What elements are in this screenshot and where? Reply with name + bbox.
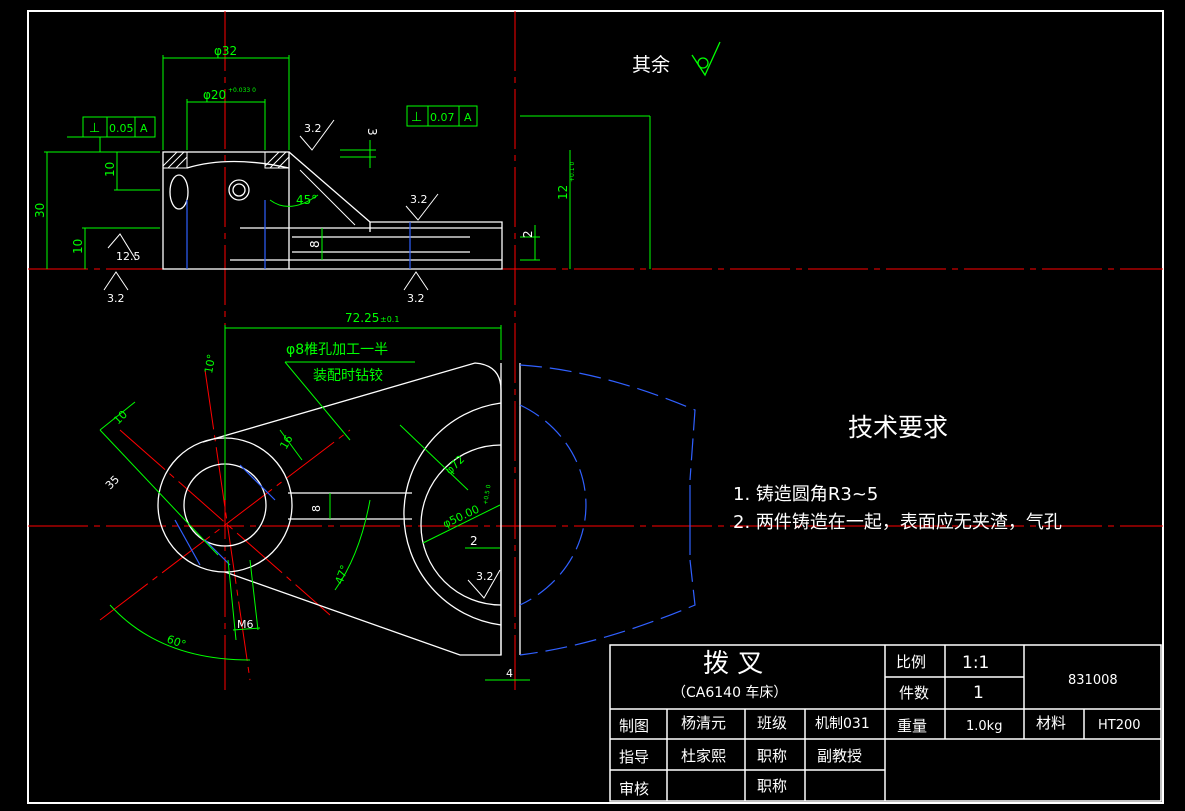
- material-label: 材料: [1036, 714, 1066, 732]
- title-value-1: 副教授: [817, 747, 862, 765]
- dim-v3: 3: [365, 128, 379, 136]
- dim-a47: 47°: [333, 563, 352, 586]
- part-name: 拨 叉: [703, 649, 763, 679]
- qty-value: 1: [973, 683, 984, 703]
- tolerance-frame-2: ⊥ 0.07 A: [406, 105, 478, 127]
- dim-v2: 2: [521, 230, 535, 238]
- tolerance-2-datum: A: [464, 111, 472, 124]
- dim-h10-bot: 10: [71, 239, 85, 254]
- dim-r16: 16: [277, 433, 295, 452]
- roughness-4: 3.2: [107, 292, 125, 305]
- roughness-marks-front: 3.2: [467, 569, 501, 599]
- dim-a60: 60°: [165, 633, 188, 652]
- flatness-symbol: [340, 140, 376, 168]
- draw-name: 杨清元: [681, 714, 726, 732]
- roughness-3: 12.5: [116, 250, 141, 263]
- center-lines: [28, 11, 1163, 690]
- top-dim-lines: [44, 55, 651, 269]
- dim-d50-tol: +0.5 0: [482, 484, 492, 505]
- tolerance-1-datum: A: [140, 122, 148, 135]
- hidden-lines: [186, 200, 411, 269]
- dim-h10-top: 10: [103, 162, 117, 177]
- dim-d20: φ20: [203, 88, 226, 102]
- dim-h12-tol: +0.1 0: [569, 162, 576, 182]
- roughness-check-icon: [691, 41, 721, 77]
- dim-g2: 2: [470, 534, 478, 548]
- dim-a10deg: 10°: [202, 353, 218, 374]
- dim-l72-tol: ±0.1: [380, 315, 399, 324]
- hole-note-2: 装配时钻铰: [313, 368, 383, 384]
- hidden-lines-front: [174, 364, 696, 656]
- dim-h8: 8: [308, 240, 322, 248]
- tech-req-title: 技术要求: [848, 413, 948, 442]
- roughness-front-1: 3.2: [476, 570, 494, 583]
- surface-finish-note: 其余: [632, 41, 721, 77]
- dim-w8: 8: [310, 505, 323, 512]
- check-label: 审核: [619, 780, 649, 798]
- title-block: 拨 叉 （CA6140 车床） 比例 1:1 件数 1 831008 制图 杨清…: [609, 644, 1162, 802]
- dim-angle45: 45°: [296, 193, 317, 207]
- dim-d20-tol: +0.033 0: [228, 87, 256, 94]
- dim-h12: 12: [556, 185, 570, 200]
- tech-requirements: 技术要求 1. 铸造圆角R3~5 2. 两件铸造在一起，表面应无夹渣，气孔: [733, 413, 1062, 533]
- dim-d32: φ32: [214, 44, 237, 58]
- roughness-icon: [467, 569, 501, 599]
- scale-label: 比例: [896, 653, 926, 671]
- top-dim-texts: φ32 φ20 +0.033 0 30 10 10 8 3 2 12 +0.1 …: [33, 44, 576, 254]
- guide-name: 杜家熙: [681, 747, 726, 765]
- dim-g4: 4: [506, 667, 513, 680]
- roughness-2: 3.2: [410, 193, 428, 206]
- weight-value: 1.0kg: [966, 719, 1002, 734]
- hatch-section: [162, 151, 356, 226]
- tolerance-frame-1: ⊥ 0.05 A: [82, 116, 156, 138]
- weight-label: 重量: [897, 717, 927, 735]
- tolerance-2-value: 0.07: [430, 111, 455, 124]
- tech-req-item-1: 1. 铸造圆角R3~5: [733, 484, 878, 505]
- part-subtitle: （CA6140 车床）: [672, 684, 787, 701]
- roughness-5: 3.2: [407, 292, 425, 305]
- hole-note-1: φ8椎孔加工一半: [286, 342, 388, 358]
- tolerance-1-value: 0.05: [109, 122, 134, 135]
- tech-req-item-2: 2. 两件铸造在一起，表面应无夹渣，气孔: [733, 512, 1062, 533]
- qty-label: 件数: [899, 684, 929, 702]
- material-value: HT200: [1098, 718, 1141, 733]
- draw-label: 制图: [619, 717, 649, 735]
- guide-label: 指导: [619, 748, 649, 766]
- class-label: 班级: [757, 714, 787, 732]
- drawing-number: 831008: [1068, 673, 1118, 688]
- tolerance-1-symbol: ⊥: [89, 121, 100, 136]
- title-label-1: 职称: [757, 747, 787, 765]
- title-label-2: 职称: [757, 777, 787, 795]
- tolerance-2-symbol: ⊥: [411, 110, 422, 125]
- scale-value: 1:1: [962, 653, 989, 673]
- roughness-marks-top: 3.2 3.2 12.5 3.2 3.2: [103, 119, 439, 305]
- dim-h30: 30: [33, 203, 47, 218]
- class-value: 机制031: [815, 716, 870, 732]
- roughness-icon: [103, 119, 439, 291]
- drawing-frame: [27, 10, 1164, 804]
- title-block-grid: [609, 644, 1162, 802]
- dim-l72: 72.25: [345, 311, 379, 325]
- roughness-1: 3.2: [304, 122, 322, 135]
- surface-note-label: 其余: [632, 54, 670, 76]
- front-dim-lines: [99, 325, 530, 681]
- top-view: ⊥ 0.05 A ⊥ 0.07 A φ32 φ20 +0.033 0 30 10…: [33, 44, 651, 305]
- dim-m6: M6: [237, 618, 254, 631]
